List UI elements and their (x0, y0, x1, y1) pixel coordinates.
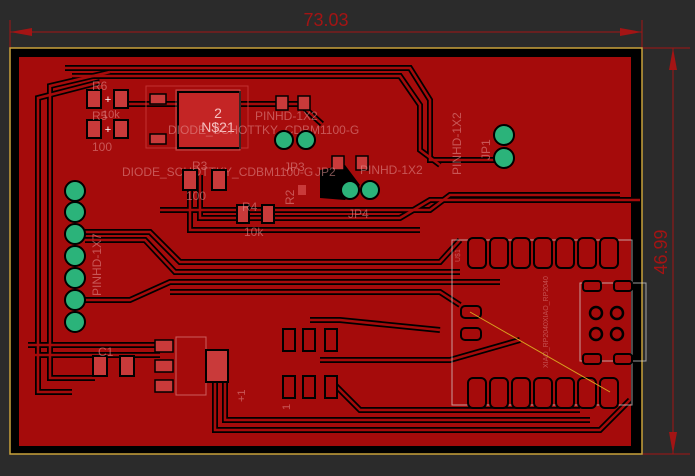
header-pad[interactable] (64, 223, 86, 245)
small-smd-pad (298, 185, 306, 195)
arrow-left-icon (10, 28, 32, 36)
resistor-r3[interactable]: R3 100 (182, 159, 227, 203)
resistor-r4[interactable]: R4 10k (236, 200, 275, 239)
r5-overlap-label: 10k (102, 109, 120, 121)
xiao-package-label: XIAO_RP2040XIAO_RP2040 (543, 276, 550, 368)
c1-label: C1 (98, 345, 114, 359)
header-pad[interactable] (64, 180, 86, 202)
jp2-label: JP2 (315, 165, 336, 179)
jp3-pad-2[interactable] (296, 130, 316, 150)
origin-cross-icon: + (105, 94, 111, 106)
airwire (469, 311, 611, 393)
jp4-pad-2[interactable] (360, 180, 380, 200)
reg-label: +1 (236, 389, 248, 402)
diode-pin-label: 2 (214, 105, 222, 121)
regulator[interactable]: +1 (154, 336, 248, 402)
r6-label: R6 (92, 79, 108, 93)
jp4-label: JP4 (348, 207, 369, 221)
diode-label-top: DIODE_SCHOTTKY_CDBM1100-G (168, 123, 359, 137)
width-dimension: 73.03 (9, 10, 643, 48)
switch-pads[interactable]: 1 (281, 328, 338, 410)
header-1x7[interactable]: PINHD-1X7 (64, 180, 104, 333)
xiao-bottom-pads (467, 377, 619, 409)
jp3-label: JP3 (284, 160, 305, 174)
resistor-r5[interactable]: R5 10k 100 + (86, 109, 129, 154)
jp4-pad-1[interactable] (340, 180, 360, 200)
header-pad[interactable] (64, 201, 86, 223)
jp1-package-label: PINHD-1X2 (450, 112, 464, 175)
height-dimension: 46.99 (642, 47, 690, 455)
xiao-rp2040-module[interactable]: XIAO_RP2040XIAO_RP2040 U$1 (451, 237, 647, 409)
arrow-down-icon (669, 432, 677, 454)
header-jp3[interactable]: PINHD-1X2 JP3 (255, 95, 318, 174)
height-dimension-label: 46.99 (651, 229, 671, 274)
header-jp1[interactable]: PINHD-1X2 JP1 (450, 112, 515, 175)
r4-value: 10k (244, 225, 264, 239)
xiao-name-label: U$1 (455, 249, 462, 262)
header-1x7-label: PINHD-1X7 (90, 233, 104, 296)
r5-label: R5 (92, 109, 108, 123)
switch-pin-label: 1 (281, 404, 293, 410)
r3-value: 100 (186, 189, 206, 203)
jp3-package-label: PINHD-1X2 (255, 109, 318, 123)
jp1-label: JP1 (479, 139, 493, 160)
jp2-package-label: PINHD-1X2 (360, 163, 423, 177)
origin-cross-icon: + (105, 124, 111, 136)
jp1-pad-2[interactable] (493, 147, 515, 169)
arrow-up-icon (669, 48, 677, 70)
resistor-r6[interactable]: R6 + (86, 79, 129, 109)
header-pad[interactable] (64, 245, 86, 267)
r2-label: R2 (283, 189, 297, 205)
diode-net-label: N$21 (201, 119, 235, 135)
width-dimension-label: 73.03 (303, 10, 348, 30)
r5-value: 100 (92, 140, 112, 154)
header-pad[interactable] (64, 311, 86, 333)
header-pad[interactable] (64, 267, 86, 289)
capacitor-c1[interactable]: C1 (92, 345, 135, 377)
r3-label: R3 (192, 159, 208, 173)
r4-label: R4 (242, 200, 258, 214)
jp1-pad-1[interactable] (493, 124, 515, 146)
jp3-pad-1[interactable] (274, 130, 294, 150)
xiao-top-pads (467, 237, 619, 269)
diode-n21[interactable]: 2 N$21 DIODE_SCHOTTKY_CDBM1100-G (145, 85, 359, 151)
arrow-right-icon (620, 28, 642, 36)
header-pad[interactable] (64, 289, 86, 311)
header-jp2[interactable]: PINHD-1X2 JP4 JP2 (315, 155, 423, 221)
